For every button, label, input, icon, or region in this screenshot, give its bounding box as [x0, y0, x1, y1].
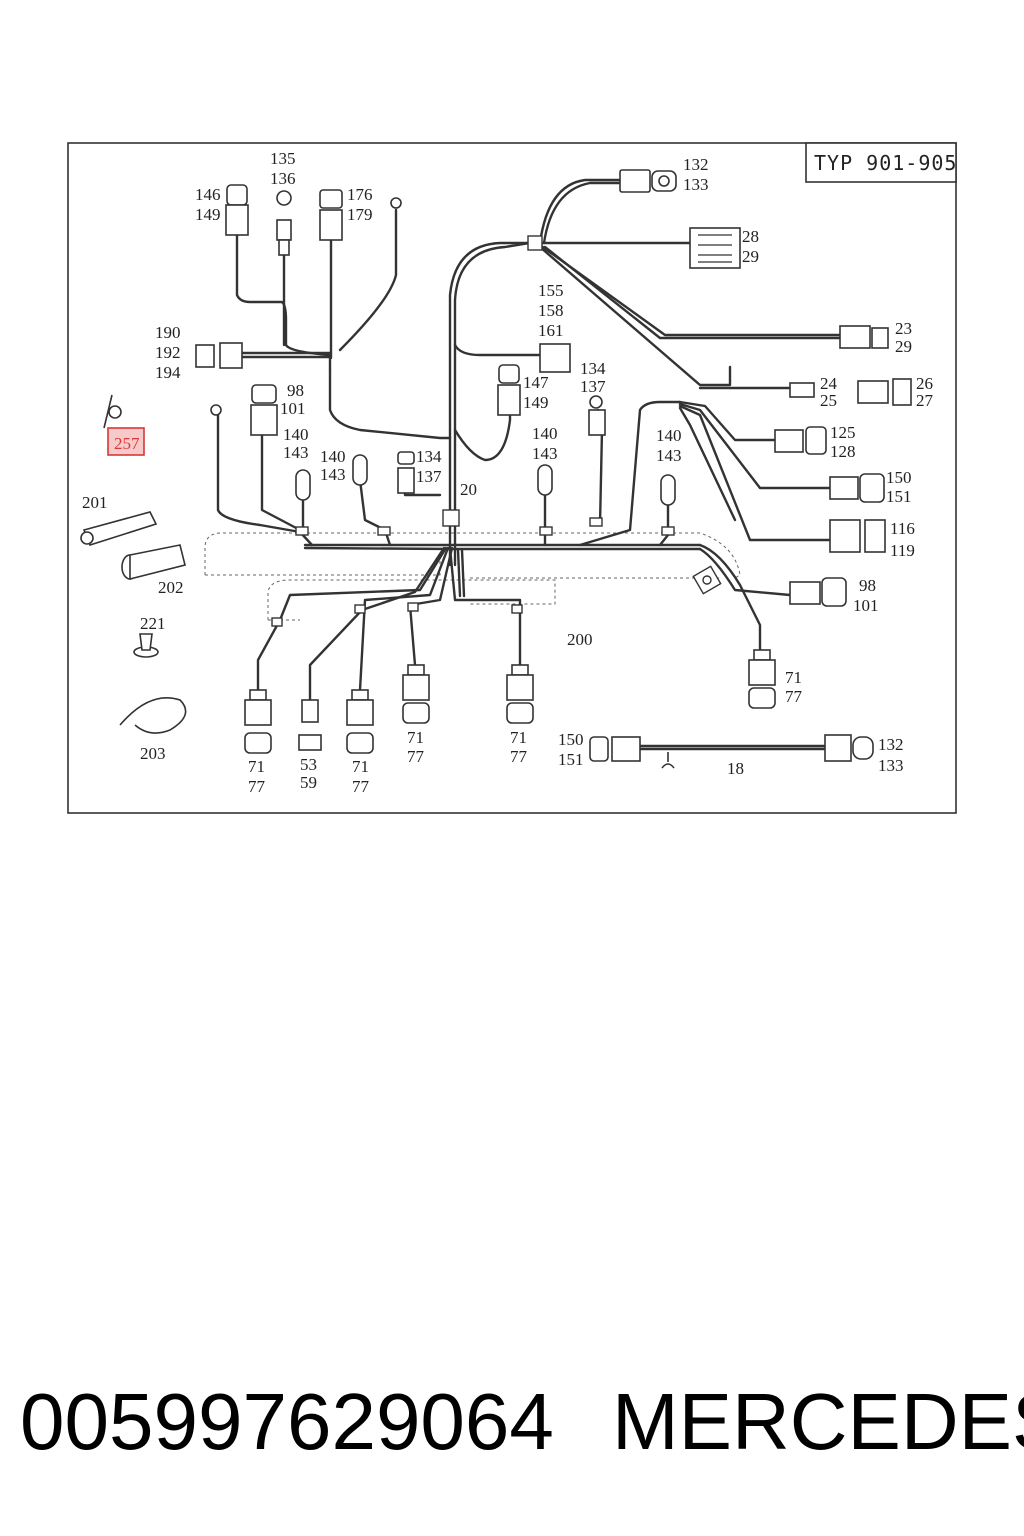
callout-label: 101: [853, 596, 879, 615]
callout-label: 140: [532, 424, 558, 443]
callout-label: 201: [82, 493, 108, 512]
callout-label: 140: [283, 425, 309, 444]
callout-label: 194: [155, 363, 181, 382]
callout-label: 125: [830, 423, 856, 442]
highlighted-callout-box: [107, 427, 145, 456]
type-box: [805, 142, 957, 183]
callout-label: 128: [830, 442, 856, 461]
callout-label: 149: [195, 205, 221, 224]
callout-label: 132: [683, 155, 709, 174]
callout-label: 136: [270, 169, 296, 188]
connectors: [195, 169, 912, 769]
callout-label: 24: [820, 374, 838, 393]
callout-label: 18: [727, 759, 744, 778]
callout-label: 143: [283, 443, 309, 462]
brand-name: MERCEDES: [612, 1377, 1024, 1466]
callout-label: 179: [347, 205, 373, 224]
callout-label: 71: [248, 757, 265, 776]
callout-label: 77: [785, 687, 803, 706]
callout-label: 221: [140, 614, 166, 633]
harness-outlines: [204, 532, 741, 621]
callout-label: 134: [580, 359, 606, 378]
callout-label: 192: [155, 343, 181, 362]
callout-label: 202: [158, 578, 184, 597]
callout-label: 147: [523, 373, 549, 392]
callout-label: 135: [270, 149, 296, 168]
callout-label: 71: [407, 728, 424, 747]
callout-label: 98: [287, 381, 304, 400]
callout-label: 150: [558, 730, 584, 749]
callout-label: 137: [416, 467, 442, 486]
callout-label: 29: [742, 247, 759, 266]
callout-label: 29: [895, 337, 912, 356]
callout-label: 71: [352, 757, 369, 776]
type-label: TYP 901-905: [814, 151, 957, 175]
callout-label: 28: [742, 227, 759, 246]
callout-label: 133: [683, 175, 709, 194]
callout-label: 134: [416, 447, 442, 466]
callout-label: 137: [580, 377, 606, 396]
callout-label: 23: [895, 319, 912, 338]
callout-label: 150: [886, 468, 912, 487]
wire-clips: [271, 235, 722, 627]
callout-label: 161: [538, 321, 564, 340]
callout-label: 20: [460, 480, 477, 499]
callout-label: 200: [567, 630, 593, 649]
callout-labels: 132 133 28 29 146 149 135 136 176 179 15…: [82, 149, 934, 796]
callout-label: 155: [538, 281, 564, 300]
callout-label: 59: [300, 773, 317, 792]
callout-label: 77: [510, 747, 528, 766]
callout-label: 26: [916, 374, 933, 393]
callout-label: 101: [280, 399, 306, 418]
callout-label: 77: [352, 777, 370, 796]
callout-label: 143: [320, 465, 346, 484]
callout-label: 25: [820, 391, 837, 410]
callout-label: 132: [878, 735, 904, 754]
callout-label: 71: [785, 668, 802, 687]
highlighted-callout: 257: [114, 434, 140, 453]
callout-label: 98: [859, 576, 876, 595]
callout-label: 203: [140, 744, 166, 763]
callout-label: 143: [656, 446, 682, 465]
part-number-main: 00599762906: [20, 1377, 510, 1466]
callout-label: 119: [890, 541, 915, 560]
callout-label: 140: [656, 426, 682, 445]
callout-label: 140: [320, 447, 346, 466]
callout-label: 151: [886, 487, 912, 506]
callout-label: 71: [510, 728, 527, 747]
part-number: 005997629064: [20, 1372, 554, 1472]
callout-label: 53: [300, 755, 317, 774]
callout-label: 151: [558, 750, 584, 769]
callout-label: 190: [155, 323, 181, 342]
callout-label: 149: [523, 393, 549, 412]
callout-label: 116: [890, 519, 915, 538]
part-number-suffix: 4: [509, 1377, 554, 1466]
diagram-frame: [67, 142, 957, 814]
callout-label: 133: [878, 756, 904, 775]
callout-label: 158: [538, 301, 564, 320]
callout-label: 176: [347, 185, 373, 204]
callout-label: 77: [407, 747, 425, 766]
callout-label: 77: [248, 777, 266, 796]
callout-label: 143: [532, 444, 558, 463]
callout-label: 146: [195, 185, 221, 204]
callout-label: 27: [916, 391, 934, 410]
loose-parts: [80, 394, 187, 734]
